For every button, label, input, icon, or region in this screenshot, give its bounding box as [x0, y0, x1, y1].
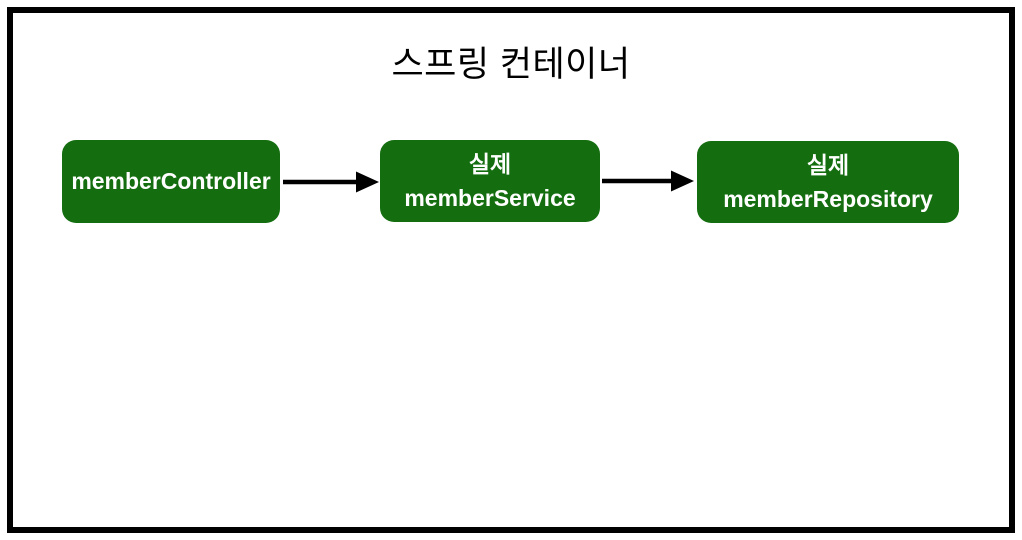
node-member-service-label-line2: memberService — [404, 185, 576, 211]
node-member-service: 실제 memberService — [380, 140, 600, 222]
node-member-controller-label: memberController — [71, 168, 271, 195]
node-member-service-label-line1: 실제 — [468, 150, 512, 177]
diagram-title: 스프링 컨테이너 — [391, 45, 631, 84]
node-member-repository-label-line1: 실제 — [806, 151, 850, 178]
node-member-repository: 실제 memberRepository — [697, 141, 959, 223]
node-member-controller: memberController — [62, 140, 280, 223]
node-member-repository-label-line2: memberRepository — [723, 186, 933, 212]
diagram-border — [7, 7, 1015, 533]
